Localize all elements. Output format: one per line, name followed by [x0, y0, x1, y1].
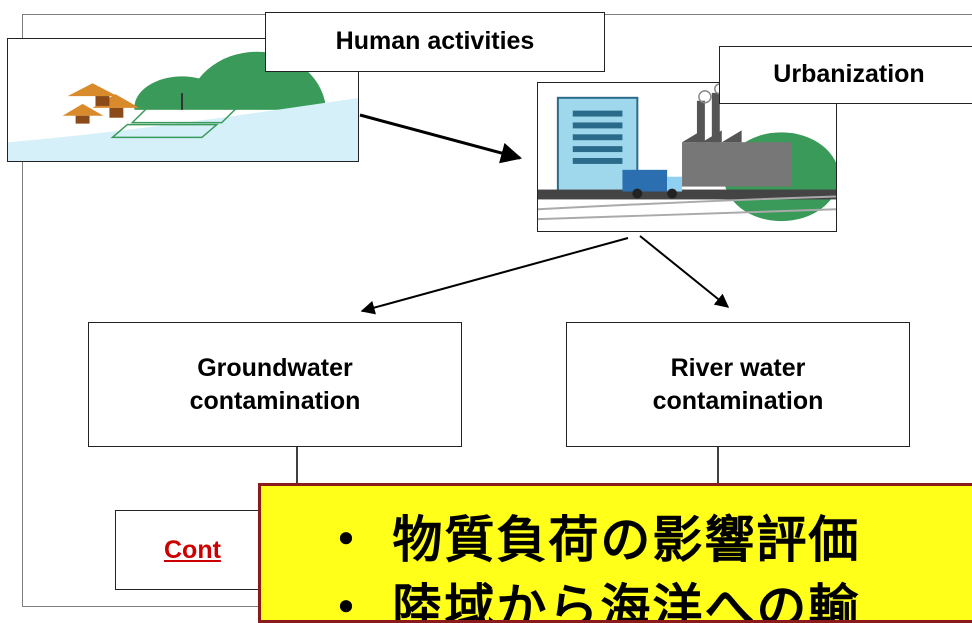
arrow-human-to-urban	[359, 113, 523, 164]
river-contamination-box: River water contamination	[566, 322, 910, 447]
chimney-shape	[696, 100, 705, 143]
urbanization-illustration	[537, 82, 837, 232]
groundwater-line1: Groundwater	[197, 354, 353, 382]
japanese-callout-overlay: ・ 物質負荷の影響評価 ・ 陸域から海洋への輸	[258, 483, 972, 623]
groundwater-line2: contamination	[189, 386, 361, 415]
human-activities-illustration	[7, 38, 359, 162]
contamination-link-box[interactable]: Cont	[115, 510, 275, 590]
label-urbanization: Urbanization	[719, 46, 972, 104]
groundwater-contamination-box: Groundwater contamination	[88, 322, 462, 447]
callout-line-2: ・ 陸域から海洋への輸	[321, 579, 861, 623]
chimney-shape	[711, 92, 720, 143]
label-human-activities: Human activities	[265, 12, 605, 72]
house-shape	[62, 103, 104, 116]
house-shape	[67, 83, 118, 97]
arrow-urban-to-groundwater	[360, 237, 629, 315]
river-line2: contamination	[652, 386, 824, 415]
factory-shape	[682, 142, 792, 187]
arrow-urban-to-river	[639, 235, 730, 308]
truck-shape	[622, 169, 668, 192]
river-line1: River water	[670, 354, 806, 382]
callout-line-1: ・ 物質負荷の影響評価	[321, 511, 861, 569]
